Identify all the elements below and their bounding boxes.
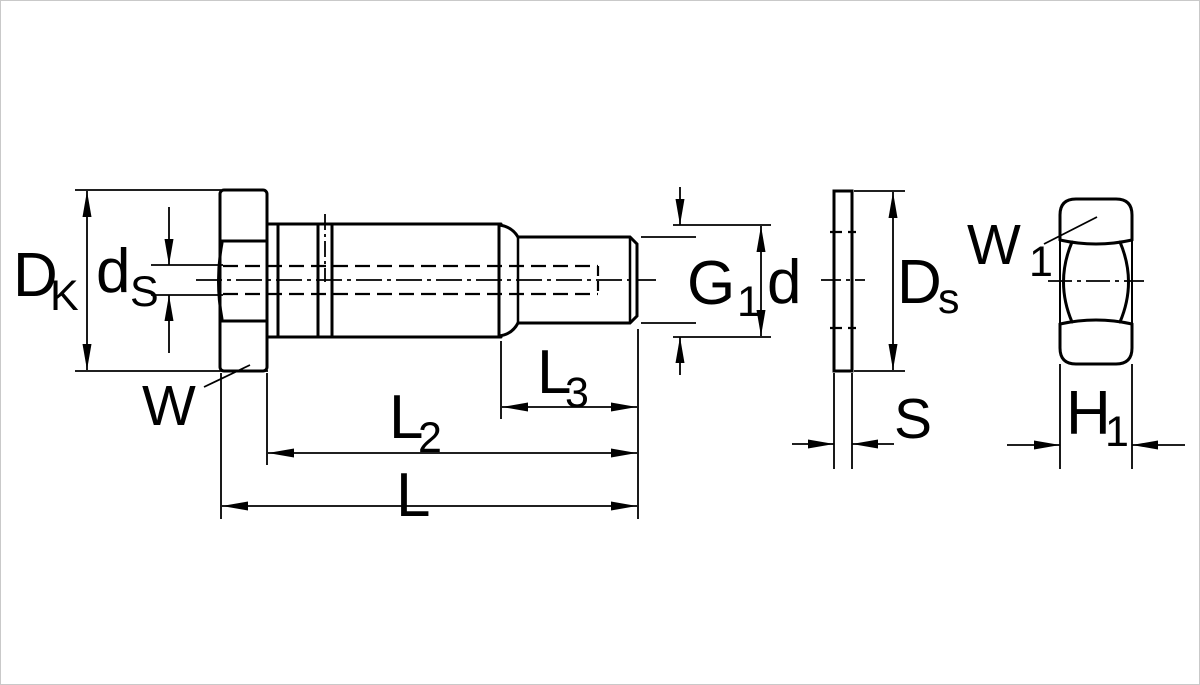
head-facet-arc: [217, 241, 224, 321]
label-l3-sub: 3: [565, 369, 589, 417]
g1-arrow-down: [675, 199, 685, 225]
label-g1-main: G: [687, 249, 735, 318]
s-arrow-right: [808, 439, 834, 449]
s-arrow-left: [852, 439, 878, 449]
label-ds-sub: S: [130, 268, 159, 316]
l2-arrow-left: [268, 448, 294, 458]
ds-arrow-down: [164, 239, 174, 265]
bolt-outline: [217, 188, 639, 373]
nut-facet-line-top: [1058, 238, 1134, 246]
h1-arrow-left: [1132, 440, 1158, 450]
ds-arrow-up: [164, 295, 174, 321]
dimension-labels: D K d S W L 3 L 2 L G 1 d D s S W 1 H 1: [13, 213, 1129, 530]
runout-bottom: [497, 321, 520, 338]
washer-outline: [832, 189, 854, 373]
h1-arrow-right: [1034, 440, 1060, 450]
nut-top-chamfer-cap: [1058, 197, 1134, 242]
l3-arrow-right: [611, 402, 637, 412]
label-h1-main: H: [1066, 379, 1111, 448]
l-arrow-left: [222, 501, 248, 511]
label-dsw-main: D: [897, 248, 942, 317]
arrowheads: [82, 191, 1158, 511]
runout-top: [497, 223, 520, 239]
label-d: d: [767, 248, 801, 317]
nut-outline: [1058, 197, 1134, 366]
nut-facet-arc-right: [1118, 240, 1130, 324]
label-l2-main: L: [389, 383, 423, 452]
label-w: W: [142, 374, 196, 438]
w1-leader-line: [1043, 216, 1098, 245]
dk-arrow-down: [82, 344, 92, 370]
label-w1-main: W: [967, 213, 1021, 277]
washer-body: [832, 189, 854, 373]
label-g1-sub: 1: [737, 278, 761, 326]
dsw-arrow-down: [888, 344, 898, 370]
nut-facet-line-bottom: [1058, 318, 1134, 326]
label-dk-sub: K: [50, 272, 79, 320]
d-arrow-up: [756, 226, 766, 252]
label-s: S: [894, 387, 932, 451]
label-l2-sub: 2: [418, 414, 442, 462]
label-w1-sub: 1: [1029, 238, 1053, 286]
d-arrow-down: [756, 310, 766, 336]
extension-lines: [75, 189, 1133, 519]
l3-arrow-left: [502, 402, 528, 412]
l2-arrow-right: [611, 448, 637, 458]
label-dk-main: D: [13, 241, 58, 310]
thread-outline: [516, 235, 639, 325]
label-l3-main: L: [537, 338, 571, 407]
label-ds-main: d: [96, 237, 130, 306]
g1-arrow-up: [675, 337, 685, 363]
l-arrow-right: [611, 501, 637, 511]
w-leader-line: [203, 364, 251, 388]
nut-facet-arc-left: [1062, 240, 1074, 324]
dsw-arrow-up: [888, 192, 898, 218]
dk-arrow-up: [82, 191, 92, 217]
label-h1-sub: 1: [1105, 408, 1129, 456]
label-dsw-sub: s: [938, 275, 960, 323]
nut-bottom-chamfer-cap: [1058, 322, 1134, 366]
label-l: L: [396, 461, 430, 530]
